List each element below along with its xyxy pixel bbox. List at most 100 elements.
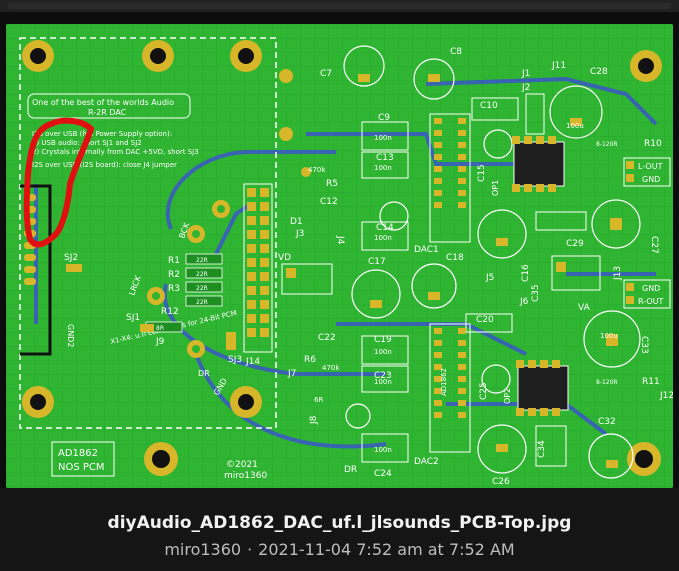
pcb-photo[interactable]: One of the best of the worlds Audio R-2R…	[6, 24, 673, 488]
c19-value: 100n	[374, 348, 392, 356]
note-line-3: 2) Crystals internally from DAC +5VD, sh…	[32, 148, 199, 156]
header-j14	[243, 183, 273, 353]
label-dr-left: DR	[198, 369, 210, 378]
label-r2: R2	[168, 270, 180, 280]
banner-line-1: One of the best of the worlds Audio	[32, 98, 174, 107]
label-c14: C14	[376, 223, 394, 233]
label-j2: J2	[521, 83, 530, 93]
logo-line-2: NOS PCM	[58, 462, 105, 473]
label-j13: J13	[613, 266, 623, 281]
c9-value: 100n	[374, 134, 392, 142]
label-gnd-r: GND	[642, 284, 660, 293]
r1-value: 22R	[196, 257, 208, 264]
sj3-pad	[226, 332, 236, 350]
r7-value: 6R	[314, 396, 323, 404]
label-j4: J4	[335, 235, 345, 245]
label-sj1: SJ1	[126, 313, 140, 323]
image-author[interactable]: miro1360	[164, 540, 242, 559]
label-c34: C34	[537, 440, 547, 458]
label-l-out: L-OUT	[638, 162, 663, 171]
signature: miro1360	[224, 471, 267, 481]
label-j9: J9	[155, 337, 165, 347]
gnd-test-pads	[279, 69, 311, 177]
label-gnd-l: GND	[642, 175, 660, 184]
note-line-4: I2S over USB (I2S board): close J4 jumpe…	[32, 161, 177, 169]
label-j14: J14	[245, 357, 260, 367]
label-j5: J5	[485, 273, 494, 283]
label-c28: C28	[590, 67, 608, 77]
image-meta: miro1360·2021-11-04 7:52 am at 7:52 AM	[0, 540, 679, 559]
label-c8: C8	[450, 47, 462, 57]
va-block	[551, 255, 601, 291]
label-r10: R10	[644, 139, 662, 149]
i2s-module-outline	[19, 37, 277, 429]
logo-box	[51, 441, 115, 477]
film-capacitors	[361, 93, 587, 467]
label-c23: C23	[374, 371, 392, 381]
ufl-connectors	[147, 200, 230, 358]
label-c33: C33	[639, 336, 649, 354]
image-time: 7:52 AM	[448, 540, 515, 559]
sj1-pad	[140, 324, 154, 332]
r2-value: 22R	[196, 271, 208, 278]
output-terminals	[623, 157, 671, 309]
label-ad1862: AD1862	[440, 368, 448, 396]
dac-chips	[429, 113, 471, 453]
r10-value: 8-120R	[596, 141, 618, 148]
c14-value: 100n	[374, 234, 392, 242]
label-r12: R12	[161, 307, 179, 317]
c24-value: 100n	[374, 446, 392, 454]
label-j12: J12	[659, 391, 673, 401]
image-filename: diyAudio_AD1862_DAC_uf.l_jlsounds_PCB-To…	[107, 513, 572, 533]
top-bar-strip	[8, 3, 671, 9]
red-marker-annotation	[23, 117, 94, 248]
image-date: 2021-11-04 7:52 am	[258, 540, 423, 559]
label-c24: C24	[374, 469, 392, 479]
c28-value: 100u	[566, 122, 584, 130]
sj2-pad	[66, 264, 82, 272]
label-c12: C12	[320, 197, 338, 207]
label-r1: R1	[168, 256, 180, 266]
label-c27: C27	[649, 236, 659, 254]
electrolytic-capacitors	[343, 45, 641, 479]
capacitor-pads	[358, 74, 622, 468]
label-c16: C16	[521, 264, 531, 282]
c23-value: 100n	[374, 378, 392, 386]
banner-line-2: R-2R DAC	[88, 108, 127, 117]
r9-value: 8R	[156, 325, 164, 332]
label-op1: OP1	[491, 180, 500, 196]
label-dac2: DAC2	[414, 457, 439, 467]
label-j7: J7	[287, 369, 296, 379]
label-r-out: R-OUT	[638, 297, 663, 306]
label-gnd2: GND2	[66, 324, 75, 347]
viewer-top-bar	[0, 0, 679, 12]
time-prefix: at	[427, 540, 444, 559]
resistor-array	[145, 253, 223, 333]
pcb-artwork: One of the best of the worlds Audio R-2R…	[6, 24, 673, 488]
label-c35: C35	[531, 284, 541, 302]
image-stage: One of the best of the worlds Audio R-2R…	[0, 12, 679, 488]
r6-value: 470k	[322, 364, 340, 372]
label-j11: J11	[551, 61, 566, 71]
usb-connector-outline	[20, 184, 52, 356]
label-c20: C20	[476, 315, 494, 325]
label-op2: OP2	[503, 388, 512, 404]
label-c10: C10	[480, 101, 498, 111]
label-c19: C19	[374, 335, 392, 345]
label-sj2: SJ2	[64, 253, 78, 263]
vd-block	[281, 263, 333, 295]
r3-value: 22R	[196, 285, 208, 292]
label-d1: D1	[290, 217, 303, 227]
label-c18: C18	[446, 253, 464, 263]
label-j1: J1	[521, 69, 530, 79]
label-c15: C15	[477, 164, 487, 182]
c13-value: 100n	[374, 164, 392, 172]
label-c9: C9	[378, 113, 390, 123]
c33-value: 100u	[600, 332, 618, 340]
label-c25: C25	[479, 382, 489, 400]
label-c29: C29	[566, 239, 584, 249]
label-c32: C32	[598, 417, 616, 427]
label-dr: DR	[344, 465, 357, 475]
image-caption: diyAudio_AD1862_DAC_uf.l_jlsounds_PCB-To…	[0, 488, 679, 571]
mounting-holes	[22, 40, 662, 476]
